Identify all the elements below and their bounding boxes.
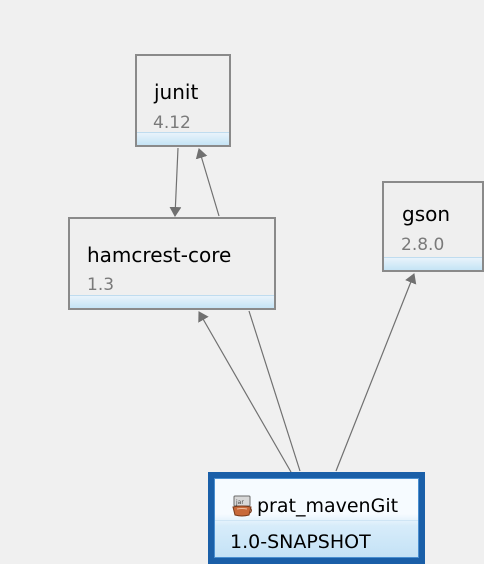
node-version: 1.0-SNAPSHOT	[230, 531, 371, 553]
node-version: 2.8.0	[401, 235, 445, 255]
edge-junit-to-hamcrest	[169, 147, 182, 217]
edge-root-to-gson	[335, 273, 417, 472]
node-version: 1.3	[87, 275, 115, 295]
node-root-body: jar prat_mavenGit 1.0-SNAPSHOT	[214, 478, 419, 558]
node-name: gson	[402, 202, 451, 226]
node-prat-mavengit[interactable]: jar prat_mavenGit 1.0-SNAPSHOT	[208, 472, 425, 564]
node-junit[interactable]: junit 4.12	[135, 54, 231, 147]
node-hamcrest-core[interactable]: hamcrest-core 1.3	[68, 217, 276, 310]
node-stripe	[384, 257, 482, 270]
edge-hamcrest-to-junit	[195, 148, 220, 217]
node-separator	[215, 520, 418, 521]
jar-icon: jar	[232, 495, 252, 517]
node-name: hamcrest-core	[87, 243, 232, 267]
svg-text:jar: jar	[235, 499, 244, 506]
node-version: 4.12	[153, 113, 191, 133]
edge-root-to-hamcrest	[198, 311, 292, 473]
edge-root-from-hamcrest	[248, 310, 301, 472]
node-name: junit	[154, 80, 199, 104]
node-gson[interactable]: gson 2.8.0	[382, 181, 484, 272]
node-name: prat_mavenGit	[257, 495, 399, 517]
node-stripe	[137, 132, 229, 145]
node-stripe	[70, 295, 274, 308]
